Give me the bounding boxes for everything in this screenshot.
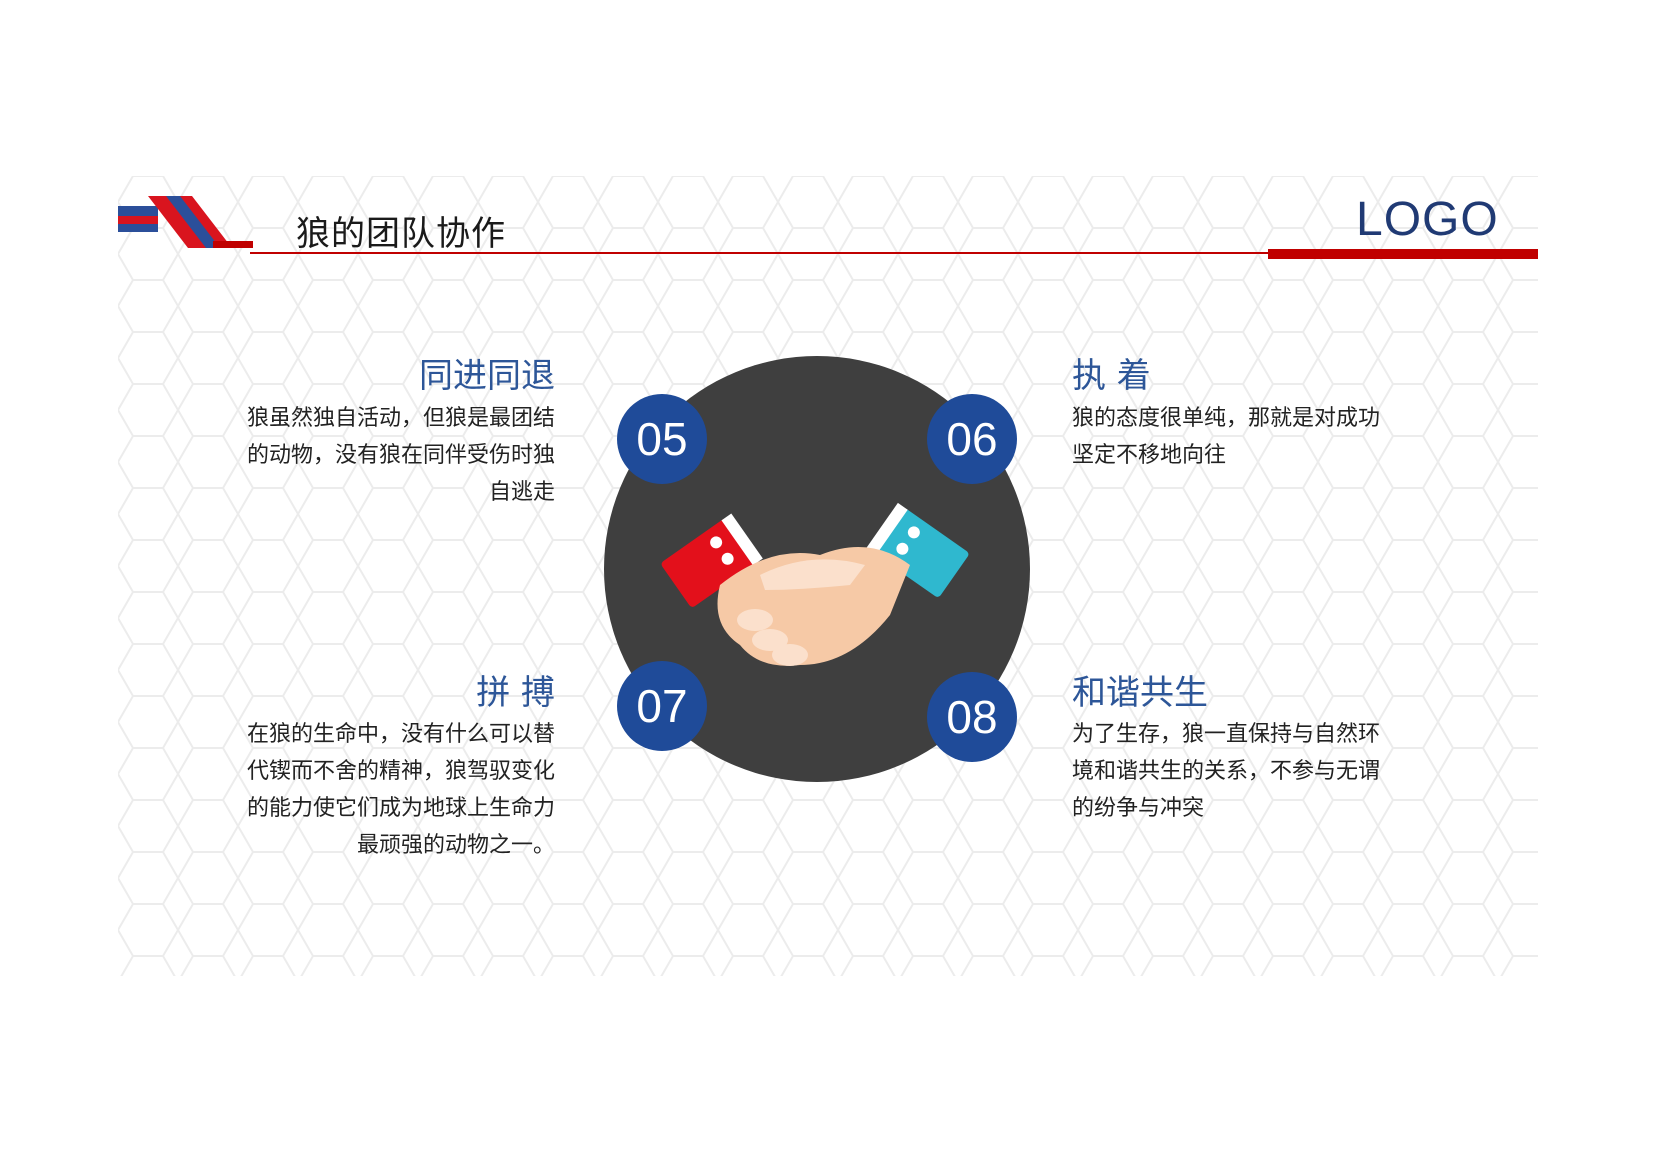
number-badge-08: 08 [927, 672, 1017, 762]
text-line: 为了生存，狼一直保持与自然环 [1072, 722, 1381, 747]
text-line: 狼虽然独自活动，但狼是最团结 [246, 406, 555, 431]
number-badge-07: 07 [617, 661, 707, 751]
section-title-08: 和谐共生 [1072, 673, 1208, 713]
logo: LOGO [1356, 193, 1499, 246]
text-line: 的动物，没有狼在同伴受伤时独 [246, 443, 555, 468]
section-body-08: 为了生存，狼一直保持与自然环 境和谐共生的关系，不参与无谓 的纷争与冲突 [1072, 716, 1412, 827]
number-badge-06: 06 [927, 394, 1017, 484]
number-badge-05: 05 [617, 394, 707, 484]
text-line: 的能力使它们成为地球上生命力 [246, 796, 555, 821]
ribbon-logo-icon [118, 196, 253, 248]
text-line: 在狼的生命中，没有什么可以替 [246, 722, 555, 747]
section-body-06: 狼的态度很单纯，那就是对成功 坚定不移地向往 [1072, 400, 1412, 474]
header-divider [250, 252, 1270, 254]
header-accent-bar [1268, 249, 1538, 259]
section-body-05: 狼虽然独自活动，但狼是最团结 的动物，没有狼在同伴受伤时独 自逃走 [215, 400, 555, 511]
text-line: 代锲而不舍的精神，狼驾驭变化 [246, 759, 555, 784]
text-line: 最顽强的动物之一。 [356, 833, 555, 858]
section-body-07: 在狼的生命中，没有什么可以替 代锲而不舍的精神，狼驾驭变化 的能力使它们成为地球… [215, 716, 555, 864]
page-title: 狼的团队协作 [296, 214, 506, 254]
handshake-icon [661, 502, 969, 666]
section-title-06: 执 着 [1072, 356, 1151, 396]
text-line: 自逃走 [488, 480, 555, 505]
text-line: 的纷争与冲突 [1072, 796, 1205, 821]
section-title-07: 拼 搏 [476, 673, 555, 713]
text-line: 境和谐共生的关系，不参与无谓 [1072, 759, 1381, 784]
section-title-05: 同进同退 [419, 356, 555, 396]
text-line: 坚定不移地向往 [1072, 443, 1227, 468]
text-line: 狼的态度很单纯，那就是对成功 [1072, 406, 1381, 431]
